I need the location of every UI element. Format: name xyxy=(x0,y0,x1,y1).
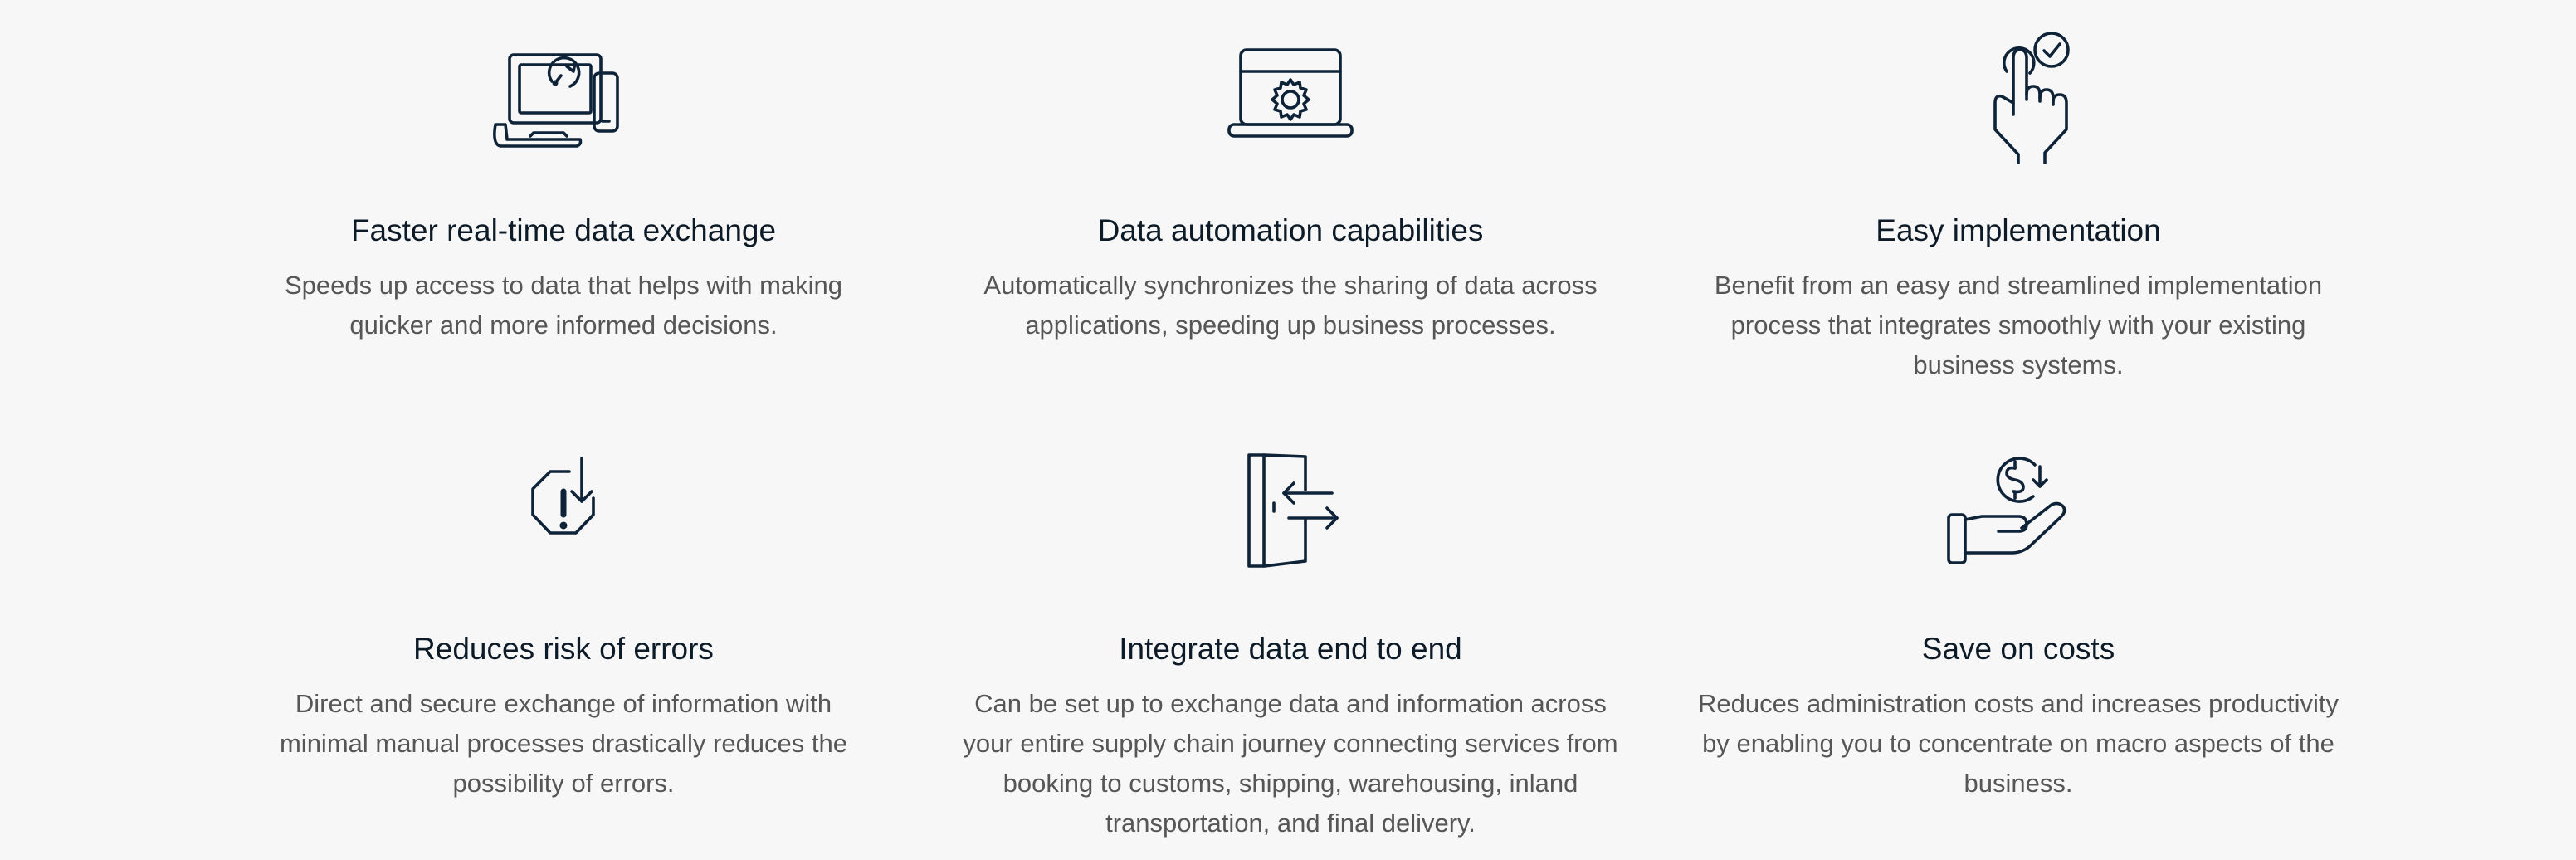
feature-card-faster-exchange: Faster real-time data exchange Speeds up… xyxy=(240,23,887,345)
feature-card-easy-implementation: Easy implementation Benefit from an easy… xyxy=(1695,23,2342,385)
feature-title: Data automation capabilities xyxy=(1097,213,1484,247)
feature-title: Reduces risk of errors xyxy=(413,632,714,666)
feature-card-automation: Data automation capabilities Automatical… xyxy=(967,23,1614,345)
feature-description: Reduces administration costs and increas… xyxy=(1698,689,2339,798)
feature-title: Faster real-time data exchange xyxy=(350,213,777,247)
devices-speed-icon xyxy=(481,23,646,164)
feature-description: Speeds up access to data that helps with… xyxy=(284,271,843,340)
feature-card-reduce-errors: Reduces risk of errors Direct and secure… xyxy=(240,442,887,804)
feature-card-save-costs: Save on costs Reduces administration cos… xyxy=(1695,442,2342,804)
feature-card-end-to-end: Integrate data end to end Can be set up … xyxy=(963,442,1618,843)
door-exchange-icon xyxy=(1208,442,1373,583)
feature-description: Can be set up to exchange data and infor… xyxy=(963,689,1618,838)
hand-dollar-icon xyxy=(1935,442,2101,583)
feature-title: Easy implementation xyxy=(1876,213,2161,247)
hand-tap-check-icon xyxy=(1935,23,2101,164)
feature-description: Benefit from an easy and streamlined imp… xyxy=(1714,271,2323,379)
feature-title: Integrate data end to end xyxy=(1119,632,1462,666)
feature-description: Direct and secure exchange of informatio… xyxy=(279,689,847,798)
laptop-gear-icon xyxy=(1208,23,1373,164)
feature-title: Save on costs xyxy=(1921,632,2115,666)
feature-description: Automatically synchronizes the sharing o… xyxy=(983,271,1598,340)
error-octagon-icon xyxy=(481,442,646,583)
